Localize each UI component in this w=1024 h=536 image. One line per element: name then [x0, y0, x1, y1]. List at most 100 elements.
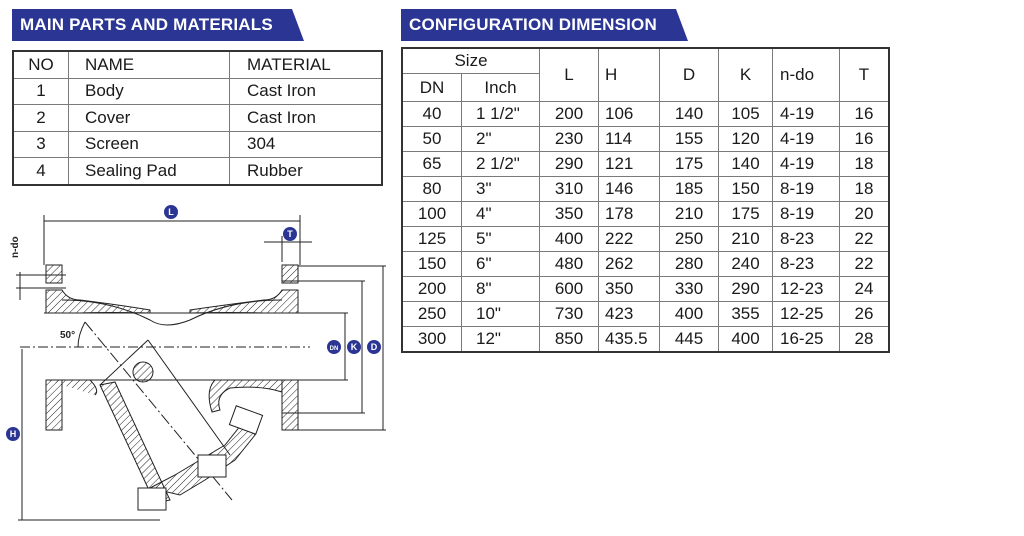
diagram-label-d: D: [371, 342, 378, 352]
table-row: 1 Body Cast Iron: [12, 77, 382, 105]
cell-k: 290: [718, 276, 773, 302]
cell-d: 140: [659, 101, 719, 127]
cell-k: 120: [718, 126, 773, 152]
column-header-no: NO: [12, 50, 69, 79]
part-material: 304: [229, 130, 382, 158]
badge-t: [283, 227, 297, 241]
cell-dn: 50: [401, 126, 462, 152]
badge-k: [347, 340, 361, 354]
cell-n-do: 8-23: [772, 251, 840, 277]
cell-dn: 200: [401, 276, 462, 302]
parts-section-title: MAIN PARTS AND MATERIALS: [12, 9, 304, 41]
cell-inch: 8": [461, 276, 540, 302]
cell-inch: 6": [461, 251, 540, 277]
cell-dn: 150: [401, 251, 462, 277]
parts-materials-table: NO NAME MATERIAL 1 Body Cast Iron 2 Cove…: [12, 50, 383, 186]
cell-k: 240: [718, 251, 773, 277]
cell-inch: 2 1/2": [461, 151, 540, 177]
cell-t: 22: [839, 226, 890, 252]
cell-l: 200: [539, 101, 599, 127]
cell-inch: 4": [461, 201, 540, 227]
cell-n-do: 4-19: [772, 126, 840, 152]
cell-t: 18: [839, 151, 890, 177]
part-no: 2: [12, 104, 69, 132]
table-subheader-row: DN Inch: [401, 73, 889, 102]
part-no: 1: [12, 77, 69, 105]
column-header-dn: DN: [401, 73, 462, 102]
badge-h: [6, 427, 20, 441]
badge-dn: [327, 340, 341, 354]
part-material: Rubber: [229, 157, 382, 185]
cell-t: 24: [839, 276, 890, 302]
diagram-label-angle: 50°: [60, 330, 75, 341]
column-header-t: T: [839, 47, 890, 102]
part-no: 4: [12, 157, 69, 185]
cell-t: 20: [839, 201, 890, 227]
cell-h: 435.5: [598, 326, 660, 353]
dimension-section-title: CONFIGURATION DIMENSION: [401, 9, 688, 41]
column-header-inch: Inch: [461, 73, 540, 102]
cell-h: 423: [598, 301, 660, 327]
cell-n-do: 4-19: [772, 151, 840, 177]
cell-h: 121: [598, 151, 660, 177]
cell-k: 105: [718, 101, 773, 127]
column-header-k: K: [718, 47, 773, 102]
cell-n-do: 8-19: [772, 201, 840, 227]
table-row: 3 Screen 304: [12, 130, 382, 158]
part-material: Cast Iron: [229, 77, 382, 105]
cell-n-do: 12-25: [772, 301, 840, 327]
cell-inch: 3": [461, 176, 540, 202]
cell-k: 175: [718, 201, 773, 227]
diagram-label-n-do: n-do: [10, 236, 21, 258]
column-header-name: NAME: [68, 50, 230, 79]
cell-inch: 12": [461, 326, 540, 353]
cell-dn: 250: [401, 301, 462, 327]
cell-inch: 1 1/2": [461, 101, 540, 127]
cell-l: 400: [539, 226, 599, 252]
cell-d: 175: [659, 151, 719, 177]
cell-k: 210: [718, 226, 773, 252]
cell-d: 330: [659, 276, 719, 302]
cell-h: 222: [598, 226, 660, 252]
cell-l: 310: [539, 176, 599, 202]
badge-d: [367, 340, 381, 354]
diagram-label-dn: DN: [330, 346, 339, 352]
cell-d: 445: [659, 326, 719, 353]
cell-inch: 10": [461, 301, 540, 327]
cell-inch: 2": [461, 126, 540, 152]
cell-l: 850: [539, 326, 599, 353]
cell-h: 262: [598, 251, 660, 277]
cell-n-do: 8-19: [772, 176, 840, 202]
diagram-label-k: K: [351, 342, 358, 352]
cell-dn: 40: [401, 101, 462, 127]
cell-n-do: 4-19: [772, 101, 840, 127]
cell-n-do: 8-23: [772, 226, 840, 252]
cell-k: 150: [718, 176, 773, 202]
part-material: Cast Iron: [229, 104, 382, 132]
cell-l: 600: [539, 276, 599, 302]
cell-d: 400: [659, 301, 719, 327]
cell-d: 185: [659, 176, 719, 202]
cell-h: 146: [598, 176, 660, 202]
table-header-row: NO NAME MATERIAL: [12, 50, 382, 79]
cell-t: 16: [839, 126, 890, 152]
cell-k: 355: [718, 301, 773, 327]
cell-dn: 125: [401, 226, 462, 252]
table-row: 4 Sealing Pad Rubber: [12, 157, 382, 185]
cell-t: 18: [839, 176, 890, 202]
cell-l: 290: [539, 151, 599, 177]
cell-l: 230: [539, 126, 599, 152]
cell-k: 400: [718, 326, 773, 353]
table-header-row: Size L H D K n-do T: [401, 47, 890, 102]
